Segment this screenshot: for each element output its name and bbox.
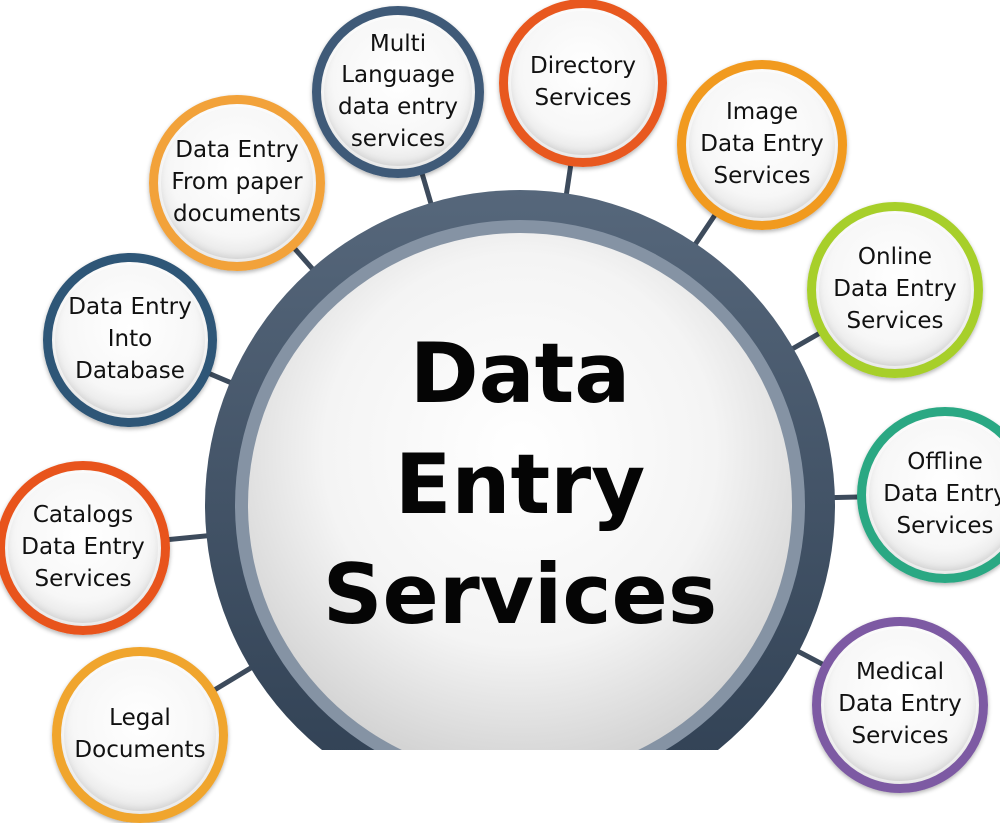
service-node-online: Online Data Entry Services [807,202,983,378]
central-hub [205,190,835,750]
service-node-database: Data Entry Into Database [43,253,217,427]
service-node-directory: Directory Services [499,0,667,167]
service-label-catalogs: Catalogs Data Entry Services [21,502,145,592]
hub-face [248,233,792,750]
service-node-image: Image Data Entry Services [677,60,847,230]
service-node-offline: Offline Data Entry Services [857,407,1000,583]
service-node-medical: Medical Data Entry Services [812,617,988,793]
service-label-image: Image Data Entry Services [700,99,824,189]
service-label-multi-language: Multi Language data entry services [338,30,458,152]
service-node-legal: Legal Documents [52,647,228,823]
hub-title: Data Entry Services [260,305,780,665]
service-node-multi-language: Multi Language data entry services [312,6,484,178]
service-label-directory: Directory Services [529,53,636,111]
service-label-paper: Data Entry From paper documents [171,137,303,227]
service-label-offline: Offline Data Entry Services [883,449,1000,539]
diagram-canvas [82,82,946,750]
service-node-catalogs: Catalogs Data Entry Services [0,461,170,635]
service-label-medical: Medical Data Entry Services [838,659,962,749]
service-label-online: Online Data Entry Services [833,244,957,334]
hub-title-label: Data Entry Services [322,325,718,644]
service-label-database: Data Entry Into Database [68,294,192,384]
service-label-legal: Legal Documents [74,705,206,763]
service-node-paper: Data Entry From paper documents [149,95,325,271]
